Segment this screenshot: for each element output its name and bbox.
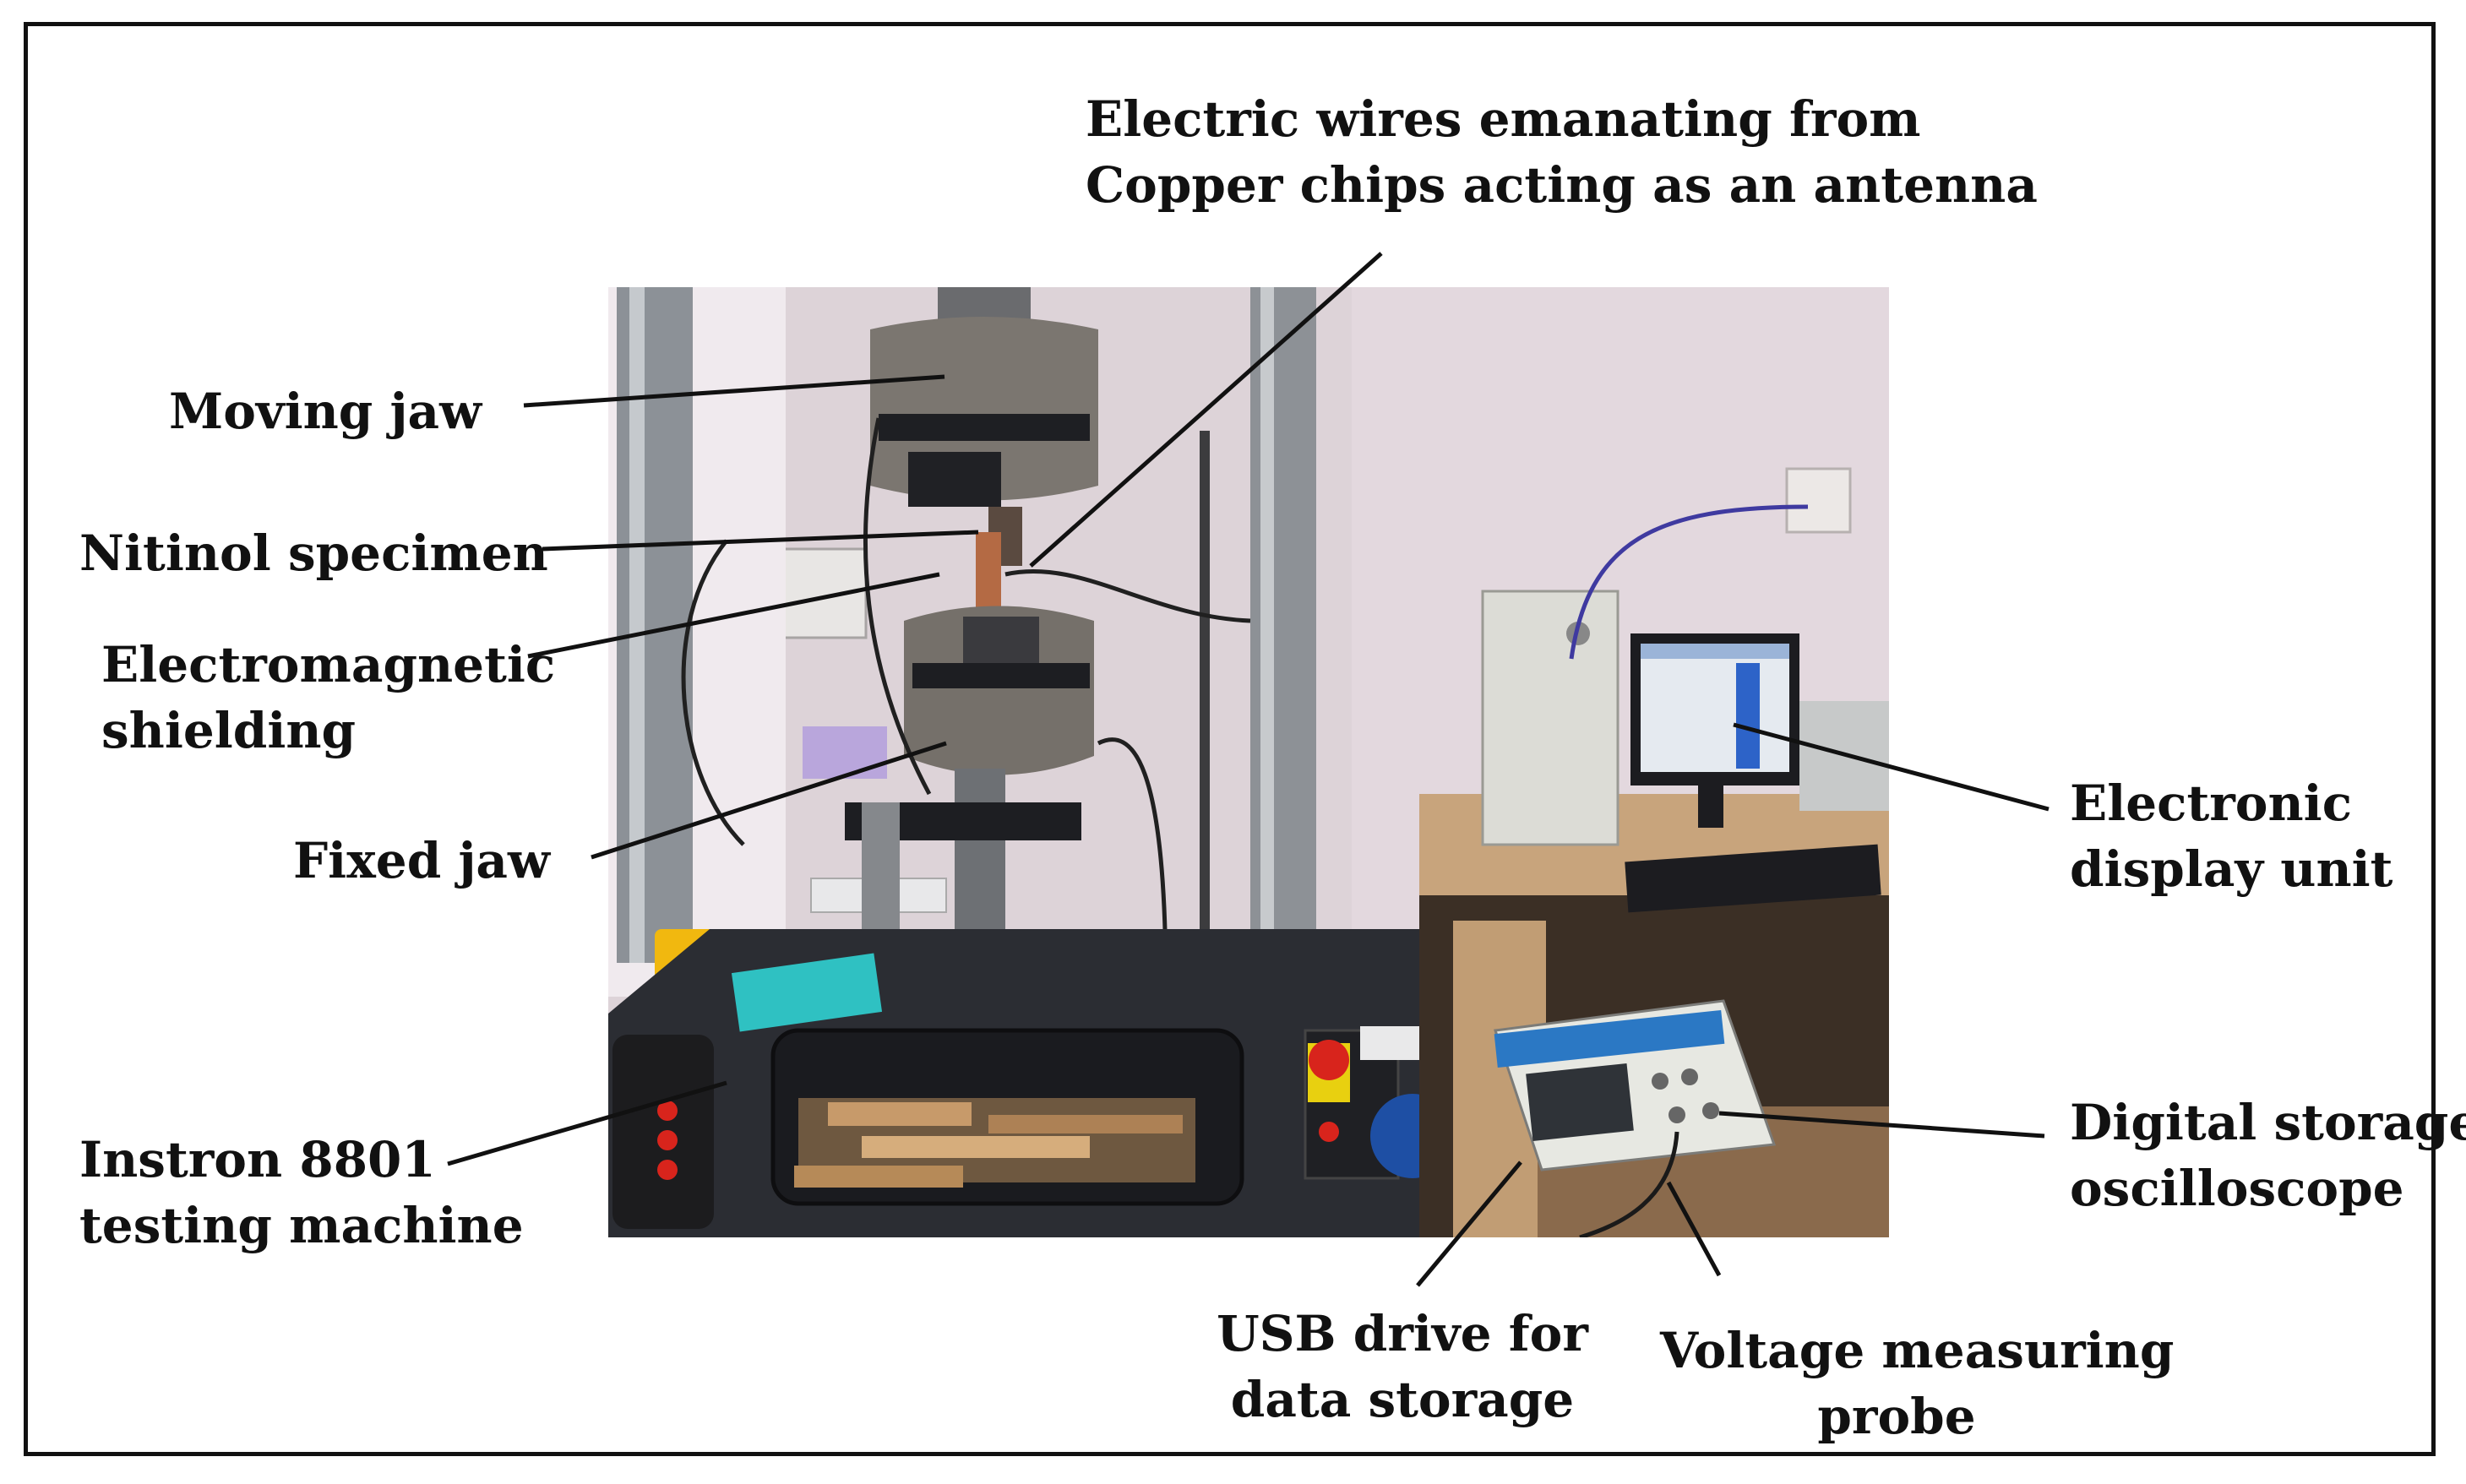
fixed-jaw [904, 606, 1094, 775]
label-fixed-jaw-text: Fixed jaw [293, 832, 550, 889]
label-electric-wires-line-2: Copper chips acting as an antenna [1086, 156, 2038, 214]
label-instron-line-2: testing machine [79, 1197, 524, 1254]
label-moving-jaw-text: Moving jaw [169, 383, 482, 440]
label-nitinol-specimen-text: Nitinol specimen [79, 525, 548, 582]
label-electric-wires: Electric wires emanating from Copper chi… [1086, 86, 2038, 218]
label-electric-wires-line-1: Electric wires emanating from [1086, 90, 1921, 148]
label-display-line-2: display unit [2070, 840, 2393, 898]
cyan-pad [731, 953, 883, 1032]
label-oscilloscope-line-2: oscilloscope [2070, 1160, 2404, 1217]
label-electromagnetic-shielding: Electromagnetic shielding [101, 632, 555, 764]
label-electronic-display: Electronic display unit [2070, 770, 2393, 902]
label-nitinol-specimen: Nitinol specimen [79, 520, 548, 586]
label-shielding-line-2: shielding [101, 702, 357, 759]
label-shielding-line-1: Electromagnetic [101, 636, 556, 693]
keyboard [1625, 844, 1881, 913]
lab-setup-photo [608, 287, 1889, 1237]
label-probe-line-1: Voltage measuring [1660, 1322, 2175, 1379]
label-instron-line-1: Instron 8801 [79, 1131, 436, 1188]
label-digital-storage-oscilloscope: Digital storage oscilloscope [2070, 1090, 2466, 1221]
wall-switch [1785, 467, 1852, 534]
cpu-tower [1481, 590, 1620, 846]
label-instron: Instron 8801 testing machine [79, 1127, 524, 1258]
nitinol-specimen [976, 532, 1001, 621]
label-fixed-jaw: Fixed jaw [293, 828, 550, 894]
figure-border [24, 22, 2436, 1456]
right-column [1250, 287, 1316, 980]
label-probe-line-2: probe [1817, 1388, 1976, 1445]
emergency-stop [1309, 1040, 1349, 1080]
label-moving-jaw: Moving jaw [169, 378, 482, 444]
label-usb-drive: USB drive for data storage [1217, 1301, 1588, 1432]
label-usb-line-1: USB drive for [1217, 1305, 1588, 1362]
label-usb-line-2: data storage [1230, 1371, 1575, 1428]
label-display-line-1: Electronic [2070, 775, 2353, 832]
label-oscilloscope-line-1: Digital storage [2070, 1094, 2466, 1151]
label-voltage-probe: Voltage measuring probe [1660, 1318, 2175, 1449]
